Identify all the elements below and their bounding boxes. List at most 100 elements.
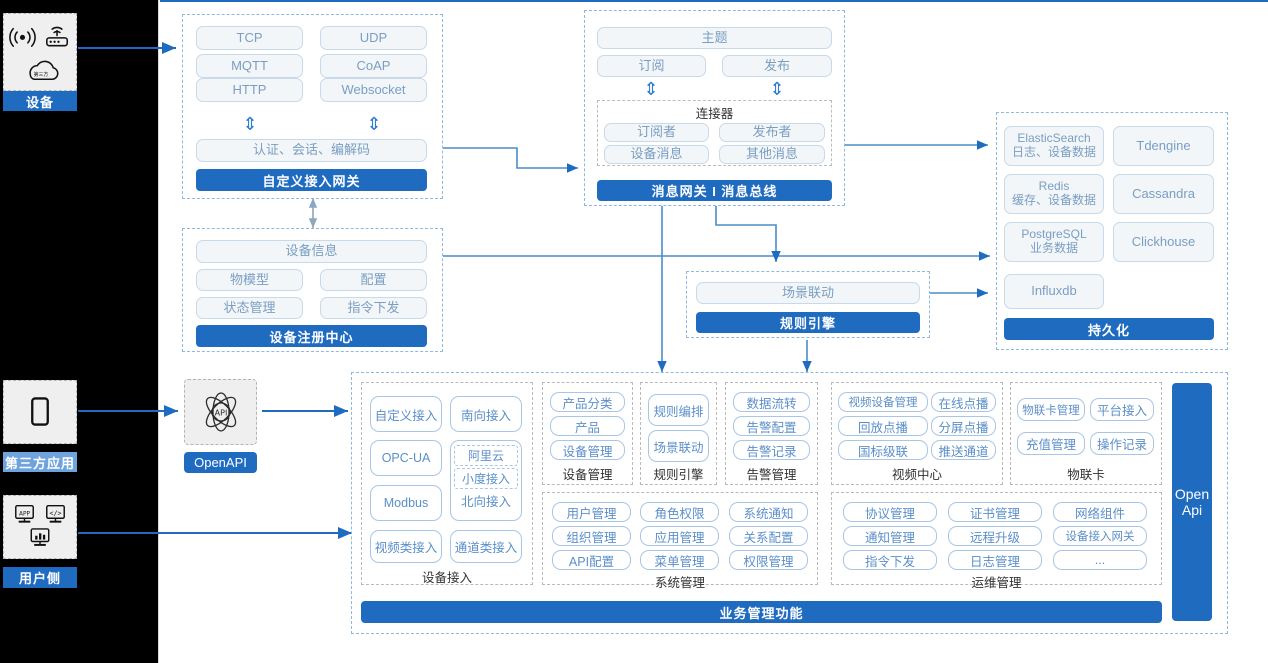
chip-relation-config[interactable]: 关系配置 xyxy=(729,526,808,546)
chip-role-perm[interactable]: 角色权限 xyxy=(640,502,719,522)
gateway-middle-chip[interactable]: 认证、会话、编解码 xyxy=(196,139,427,162)
publish-chip[interactable]: 发布 xyxy=(722,55,832,77)
chip-online-play[interactable]: 在线点播 xyxy=(931,392,996,412)
chip-alarm-config[interactable]: 告警配置 xyxy=(733,416,810,436)
scene-linkage-chip[interactable]: 场景联动 xyxy=(696,282,920,304)
chip-video-access[interactable]: 视频类接入 xyxy=(370,530,442,563)
chip-system-notice[interactable]: 系统通知 xyxy=(729,502,808,522)
chip-operation-log[interactable]: 操作记录 xyxy=(1090,432,1154,455)
svg-text:第三方: 第三方 xyxy=(34,71,49,78)
persistence-bar[interactable]: 持久化 xyxy=(1004,318,1214,340)
connector-chip-device-msg[interactable]: 设备消息 xyxy=(604,145,709,164)
openapi-label-bar[interactable]: OpenAPI xyxy=(184,452,257,473)
store-chip-elasticsearch[interactable]: ElasticSearch 日志、设备数据 xyxy=(1004,126,1104,166)
chip-cert-mgmt[interactable]: 证书管理 xyxy=(948,502,1042,522)
store-chip-postgresql[interactable]: PostgreSQL 业务数据 xyxy=(1004,222,1104,262)
group-label-ops-management: 运维管理 xyxy=(971,576,1022,590)
protocol-chip-websocket[interactable]: Websocket xyxy=(320,78,427,102)
chip-rule-orchestration[interactable]: 规则编排 xyxy=(648,394,709,426)
chip-data-flow[interactable]: 数据流转 xyxy=(733,392,810,412)
chip-scene-linkage[interactable]: 场景联动 xyxy=(648,430,709,462)
chip-api-config[interactable]: API配置 xyxy=(552,550,631,570)
store-name: PostgreSQL xyxy=(1021,227,1087,242)
connector-chip-other-msg[interactable]: 其他消息 xyxy=(719,145,825,164)
protocol-chip-coap[interactable]: CoAP xyxy=(320,54,427,78)
device-registry-bar[interactable]: 设备注册中心 xyxy=(196,325,427,347)
group-label-video-center: 视频中心 xyxy=(891,468,942,482)
chip-southbound[interactable]: 南向接入 xyxy=(450,396,522,432)
chip-protocol-mgmt[interactable]: 协议管理 xyxy=(843,502,937,522)
chip-iot-card-mgmt[interactable]: 物联卡管理 xyxy=(1017,398,1085,421)
chip-xiaodu-access[interactable]: 小度接入 xyxy=(454,468,518,489)
group-label-system-management: 系统管理 xyxy=(654,576,705,590)
business-management-bar[interactable]: 业务管理功能 xyxy=(361,601,1162,623)
chip-channel-access[interactable]: 通道类接入 xyxy=(450,530,522,563)
third-party-icon-card xyxy=(3,380,77,444)
chip-device-gateway[interactable]: 设备接入网关 xyxy=(1053,526,1147,546)
store-chip-redis[interactable]: Redis 缓存、设备数据 xyxy=(1004,174,1104,214)
openapi-vertical-bar[interactable]: Open Api xyxy=(1172,383,1212,621)
chip-notify-mgmt[interactable]: 通知管理 xyxy=(843,526,937,546)
chip-command-issue[interactable]: 指令下发 xyxy=(843,550,937,570)
chip-split-screen[interactable]: 分屏点播 xyxy=(931,416,996,436)
chip-opc-ua[interactable]: OPC-UA xyxy=(370,440,442,476)
chip-menu-mgmt[interactable]: 菜单管理 xyxy=(640,550,719,570)
chip-org-mgmt[interactable]: 组织管理 xyxy=(552,526,631,546)
protocol-chip-http[interactable]: HTTP xyxy=(196,78,303,102)
message-bus-bar[interactable]: 消息网关 I 消息总线 xyxy=(597,180,832,201)
api-atom-icon: API xyxy=(205,392,236,432)
chip-user-mgmt[interactable]: 用户管理 xyxy=(552,502,631,522)
chip-custom-access[interactable]: 自定义接入 xyxy=(370,396,442,432)
chip-playback[interactable]: 回放点播 xyxy=(838,416,928,436)
device-info-chip[interactable]: 设备信息 xyxy=(196,240,427,263)
store-name: Redis xyxy=(1038,179,1070,194)
updown-arrow-icon-subscribe: ⇕ xyxy=(643,79,659,99)
chip-log-mgmt[interactable]: 日志管理 xyxy=(948,550,1042,570)
store-chip-clickhouse[interactable]: Clickhouse xyxy=(1113,222,1214,262)
registry-chip-state[interactable]: 状态管理 xyxy=(196,297,303,319)
topic-chip[interactable]: 主题 xyxy=(597,27,832,49)
chip-remote-upgrade[interactable]: 远程升级 xyxy=(948,526,1042,546)
chip-ops-more[interactable]: ... xyxy=(1053,550,1147,570)
chip-aliyun[interactable]: 阿里云 xyxy=(454,445,518,466)
chip-push-channel[interactable]: 推送通道 xyxy=(931,440,996,460)
rail-label-device: 设备 xyxy=(3,91,77,111)
chip-product[interactable]: 产品 xyxy=(550,416,625,436)
connector-chip-publisher[interactable]: 发布者 xyxy=(719,123,825,142)
connector-chip-subscriber[interactable]: 订阅者 xyxy=(604,123,709,142)
registry-chip-thing-model[interactable]: 物模型 xyxy=(196,269,303,291)
protocol-chip-tcp[interactable]: TCP xyxy=(196,26,303,50)
rail-label-third-party: 第三方应用 xyxy=(3,452,77,472)
chip-product-category[interactable]: 产品分类 xyxy=(550,392,625,412)
subscribe-chip[interactable]: 订阅 xyxy=(597,55,706,77)
chip-video-device-mgmt[interactable]: 视频设备管理 xyxy=(838,392,928,412)
rail-label-user-side: 用户侧 xyxy=(3,567,77,588)
chip-perm-mgmt[interactable]: 权限管理 xyxy=(729,550,808,570)
store-chip-influxdb[interactable]: Influxdb xyxy=(1004,274,1104,309)
protocol-chip-mqtt[interactable]: MQTT xyxy=(196,54,303,78)
chip-platform-access[interactable]: 平台接入 xyxy=(1090,398,1154,421)
svg-text:APP: APP xyxy=(19,511,30,517)
chip-recharge-mgmt[interactable]: 充值管理 xyxy=(1017,432,1085,455)
chip-gb-cascade[interactable]: 国标级联 xyxy=(838,440,928,460)
store-chip-cassandra[interactable]: Cassandra xyxy=(1113,174,1214,214)
chip-device-management[interactable]: 设备管理 xyxy=(550,440,625,460)
group-label-iot-card: 物联卡 xyxy=(1067,468,1105,482)
chip-alarm-record[interactable]: 告警记录 xyxy=(733,440,810,460)
chip-northbound-container[interactable]: 阿里云 小度接入 北向接入 xyxy=(450,440,522,521)
registry-chip-command[interactable]: 指令下发 xyxy=(320,297,427,319)
group-label-alarm-management: 告警管理 xyxy=(746,468,797,482)
chip-app-mgmt[interactable]: 应用管理 xyxy=(640,526,719,546)
chip-network-comp[interactable]: 网络组件 xyxy=(1053,502,1147,522)
gateway-bar[interactable]: 自定义接入网关 xyxy=(196,169,427,191)
protocol-chip-udp[interactable]: UDP xyxy=(320,26,427,50)
openapi-vertical-line1: Open xyxy=(1174,486,1210,502)
rule-engine-bar[interactable]: 规则引擎 xyxy=(696,312,920,333)
updown-arrow-icon-right: ⇕ xyxy=(366,114,382,134)
registry-chip-config[interactable]: 配置 xyxy=(320,269,427,291)
user-side-icons-group: APP </> xyxy=(15,504,65,546)
svg-text:API: API xyxy=(214,409,227,418)
store-chip-tdengine[interactable]: Tdengine xyxy=(1113,126,1214,166)
user-side-icon-card: APP </> xyxy=(3,495,77,559)
chip-modbus[interactable]: Modbus xyxy=(370,485,442,521)
